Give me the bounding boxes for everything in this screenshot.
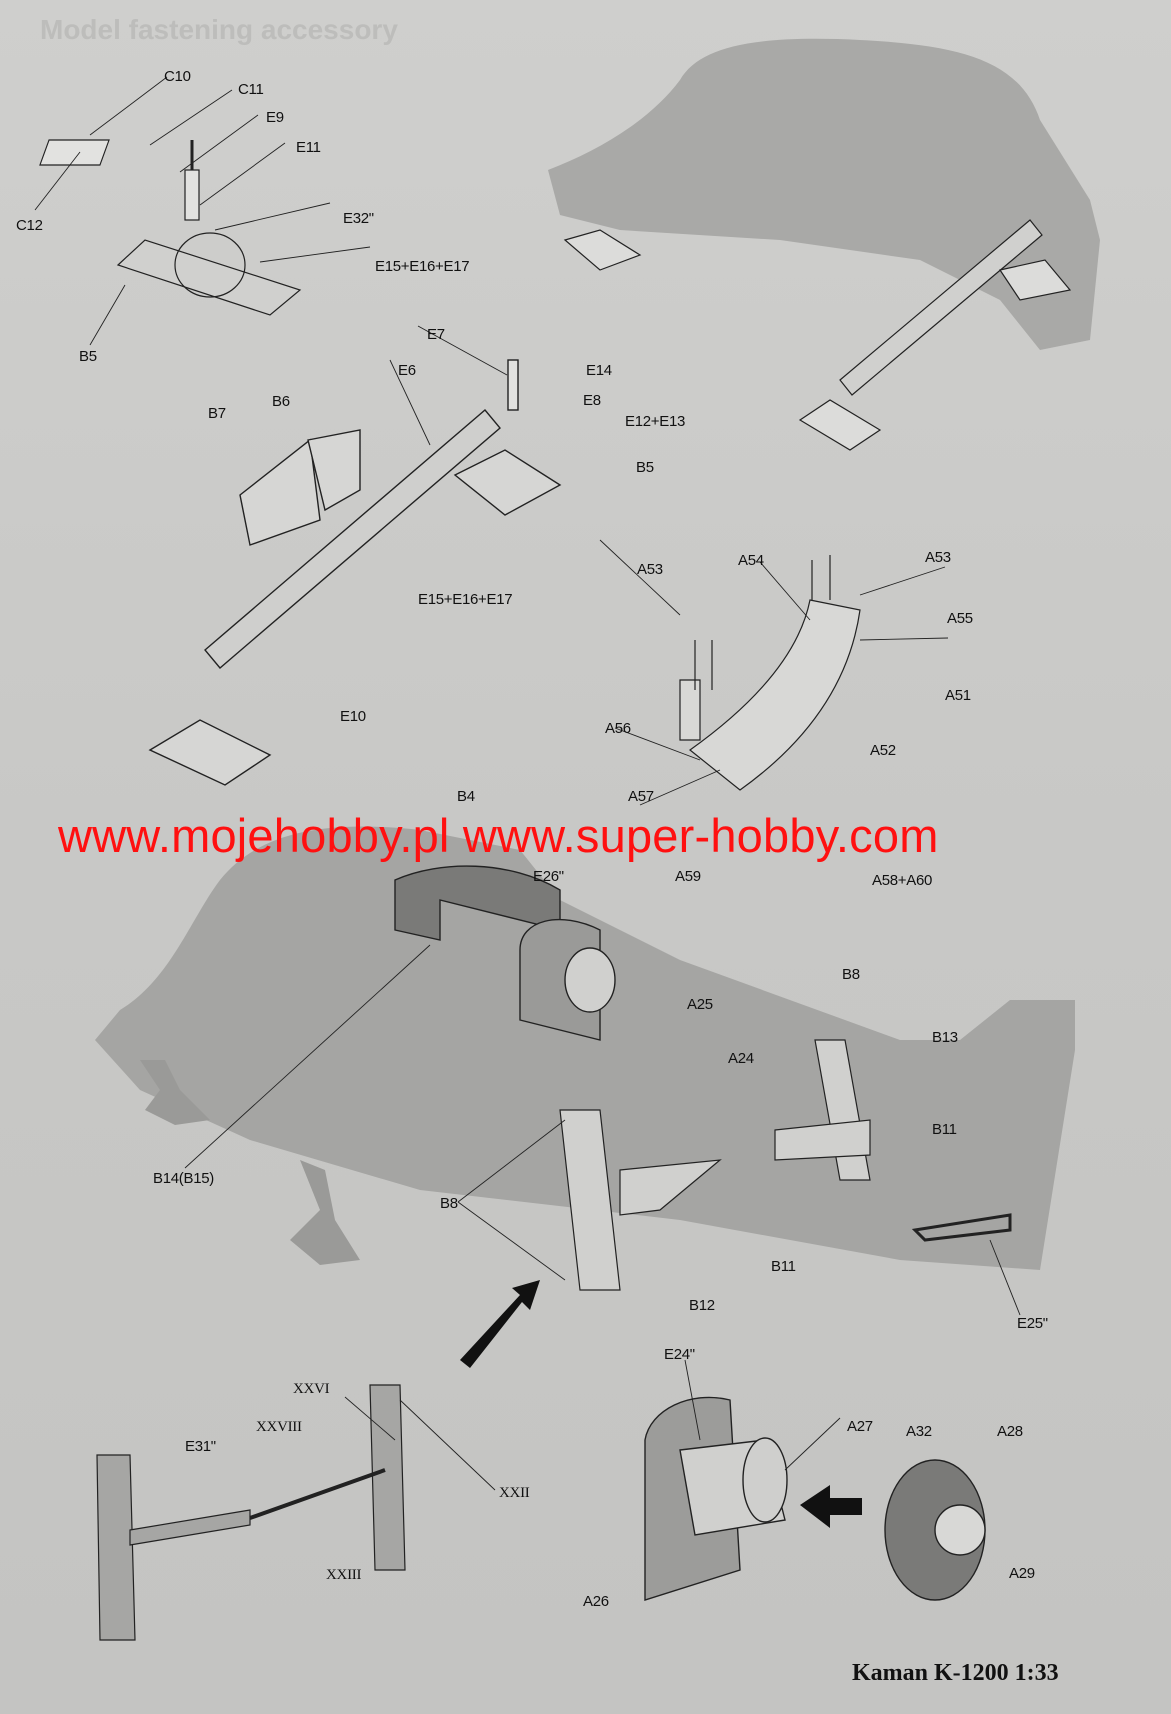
part-label: A59	[675, 868, 701, 885]
part-label: A57	[628, 788, 654, 805]
faded-header: Model fastening accessory	[40, 14, 398, 45]
bracket-a51	[679, 555, 861, 791]
part-label: E11	[296, 139, 321, 156]
part-label: B11	[771, 1258, 796, 1275]
part-label: A29	[1009, 1565, 1035, 1582]
part-label: E26"	[533, 868, 564, 885]
part-label: E7	[427, 326, 445, 343]
fan-parts	[644, 1396, 986, 1601]
part-label: B14(B15)	[153, 1170, 214, 1187]
part-label: A56	[605, 720, 631, 737]
part-label: E25"	[1017, 1315, 1048, 1332]
part-label: C12	[16, 217, 43, 234]
part-label: A58+A60	[872, 872, 933, 889]
part-label: XXIII	[326, 1567, 362, 1583]
part-label: E10	[340, 708, 366, 725]
part-label: A53	[925, 549, 951, 566]
part-label: B7	[208, 405, 226, 422]
part-label: B5	[636, 459, 654, 476]
part-label: A32	[906, 1423, 932, 1440]
nose-gear-part	[39, 139, 302, 316]
part-label: A27	[847, 1418, 873, 1435]
part-label: A26	[583, 1593, 609, 1610]
part-label: A53	[637, 561, 663, 578]
helicopter-shadow-bottom	[95, 826, 1075, 1270]
part-label: XXVI	[293, 1381, 330, 1397]
part-label: A55	[947, 610, 973, 627]
part-label: E31"	[185, 1438, 216, 1455]
tail-fins	[559, 1039, 1012, 1291]
part-label: A24	[728, 1050, 754, 1067]
part-label: A54	[738, 552, 764, 569]
main-gear-strut	[148, 359, 562, 786]
skid-shadow	[140, 1060, 210, 1125]
part-label: B11	[932, 1121, 957, 1138]
model-title-footer: Kaman K-1200 1:33	[852, 1660, 1059, 1686]
part-label: C10	[164, 68, 191, 85]
direction-arrow-icon	[460, 1280, 540, 1368]
part-label: B12	[689, 1297, 715, 1314]
fan-housing	[394, 865, 616, 1041]
part-label: B6	[272, 393, 290, 410]
part-label: A52	[870, 742, 896, 759]
part-label: C11	[238, 81, 264, 98]
part-label: A28	[997, 1423, 1023, 1440]
part-label: E32"	[343, 210, 374, 227]
part-label: B13	[932, 1029, 958, 1046]
part-label: A51	[945, 687, 971, 704]
part-label: A25	[687, 996, 713, 1013]
leader-lines	[34, 76, 1021, 1491]
part-label: XXII	[499, 1485, 530, 1501]
skid-shadow	[290, 1160, 360, 1265]
part-label: E6	[398, 362, 416, 379]
direction-arrow-icon	[800, 1485, 862, 1528]
gear-assembly-right	[563, 219, 1072, 451]
helicopter-shadow-top	[548, 38, 1100, 350]
part-label: E14	[586, 362, 612, 379]
part-label: B5	[79, 348, 97, 365]
part-label: B4	[457, 788, 475, 805]
part-label: E8	[583, 392, 601, 409]
stabilizer-assembly	[96, 1384, 406, 1641]
part-label: E12+E13	[625, 413, 686, 430]
part-label: E15+E16+E17	[418, 591, 513, 608]
part-label: E9	[266, 109, 284, 126]
part-label: E15+E16+E17	[375, 258, 470, 275]
part-label: B8	[440, 1195, 458, 1212]
part-label: XXVIII	[256, 1419, 302, 1435]
watermark: www.mojehobby.pl www.super-hobby.com	[58, 809, 939, 862]
part-label: E24"	[664, 1346, 695, 1363]
part-label: B8	[842, 966, 860, 983]
